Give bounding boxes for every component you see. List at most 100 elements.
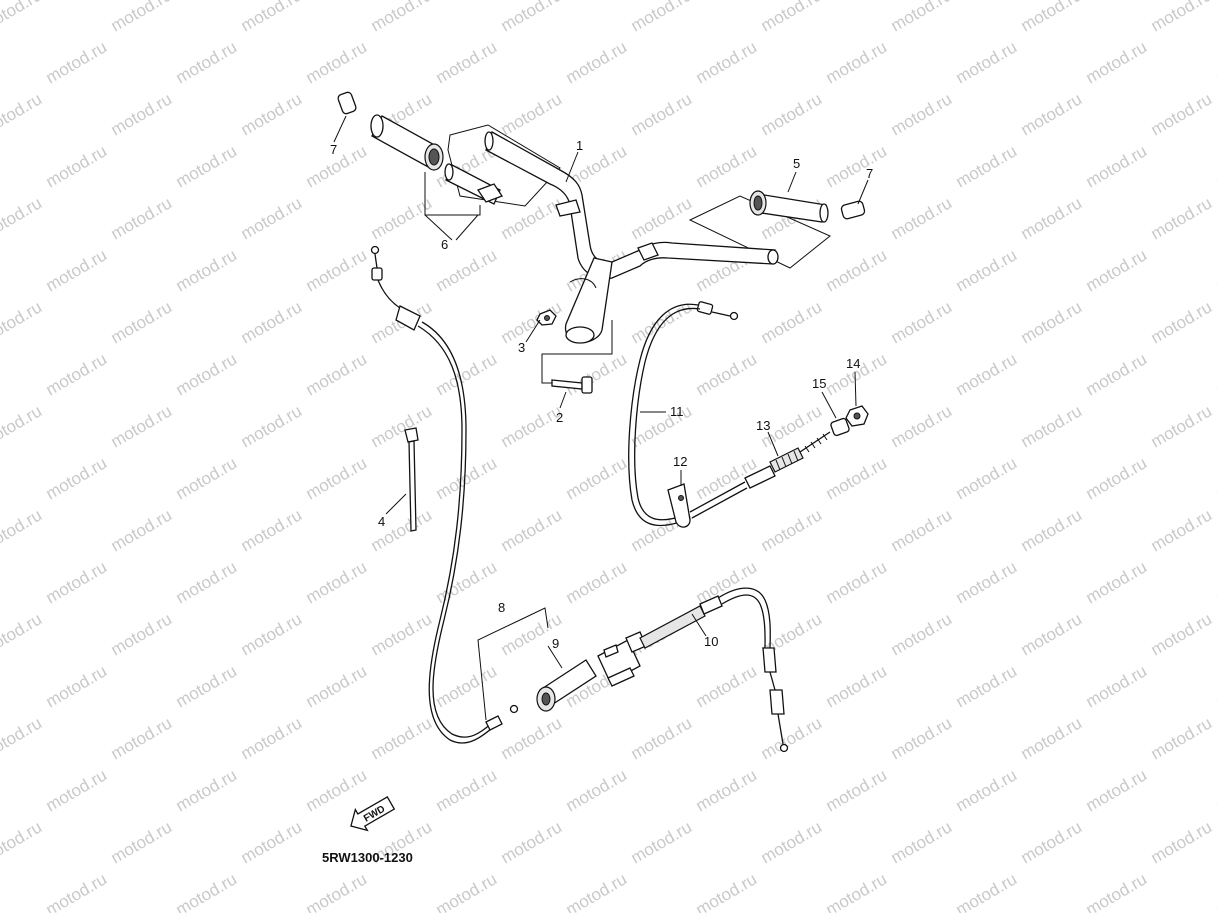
- watermark-text: motod.ru: [953, 765, 1021, 815]
- watermark-text: motod.ru: [1148, 89, 1216, 139]
- watermark-text: motod.ru: [238, 609, 306, 659]
- watermark-text: motod.ru: [758, 89, 826, 139]
- adjuster-nut: [845, 405, 869, 427]
- cable-adjuster: [689, 431, 831, 519]
- watermark-text: motod.ru: [433, 557, 501, 607]
- watermark-text: motod.ru: [303, 869, 371, 913]
- watermark-text: motod.ru: [303, 453, 371, 503]
- watermark-text: motod.ru: [238, 401, 306, 451]
- watermark-text: motod.ru: [1018, 505, 1086, 555]
- part-label-3: 3: [518, 340, 525, 355]
- watermark-text: motod.ru: [563, 765, 631, 815]
- watermark-text: motod.ru: [628, 89, 696, 139]
- watermark-text: motod.ru: [888, 0, 956, 35]
- part-label-9: 9: [552, 636, 559, 651]
- watermark-text: motod.ru: [1018, 193, 1086, 243]
- watermark-text: motod.ru: [368, 609, 436, 659]
- brake-cable: [628, 301, 739, 527]
- watermark-text: motod.ru: [108, 817, 176, 867]
- watermark-text: motod.ru: [0, 0, 45, 35]
- watermark-text: motod.ru: [498, 297, 566, 347]
- watermark-text: motod.ru: [108, 713, 176, 763]
- watermark-text: motod.ru: [823, 765, 891, 815]
- watermark-text: motod.ru: [1213, 661, 1217, 711]
- watermark-text: motod.ru: [888, 817, 956, 867]
- watermark-text: motod.ru: [498, 817, 566, 867]
- watermark-text: motod.ru: [1148, 609, 1216, 659]
- grip-end-left: [337, 91, 357, 115]
- watermark-text: motod.ru: [1083, 37, 1151, 87]
- watermark-text: motod.ru: [1213, 453, 1217, 503]
- watermark-text: motod.ru: [758, 817, 826, 867]
- watermark-text: motod.ru: [433, 661, 501, 711]
- watermark-text: motod.ru: [1083, 869, 1151, 913]
- watermark-text: motod.ru: [1018, 401, 1086, 451]
- part-label-12: 12: [673, 454, 687, 469]
- watermark-text: motod.ru: [43, 557, 111, 607]
- watermark-text: motod.ru: [1213, 765, 1217, 815]
- watermark-text: motod.ru: [43, 453, 111, 503]
- watermark-text: motod.ru: [108, 297, 176, 347]
- watermark-text: motod.ru: [433, 245, 501, 295]
- watermark-text: motod.ru: [693, 869, 761, 913]
- watermark-text: motod.ru: [238, 0, 306, 35]
- watermark-text: motod.ru: [758, 297, 826, 347]
- part-label-15: 15: [812, 376, 826, 391]
- throttle-cable: [370, 245, 519, 744]
- watermark-text: motod.ru: [563, 453, 631, 503]
- watermark-text: motod.ru: [1083, 453, 1151, 503]
- watermark-text: motod.ru: [693, 349, 761, 399]
- watermark-text: motod.ru: [0, 89, 45, 139]
- watermark-text: motod.ru: [1083, 661, 1151, 711]
- watermark-text: motod.ru: [238, 297, 306, 347]
- watermark-text: motod.ru: [953, 661, 1021, 711]
- watermark-text: motod.ru: [953, 245, 1021, 295]
- diagram-code: 5RW1300-1230: [322, 850, 413, 865]
- part-label-7-left: 7: [330, 142, 337, 157]
- watermark-text: motod.ru: [628, 0, 696, 35]
- watermark-text: motod.ru: [303, 349, 371, 399]
- watermark-text: motod.ru: [498, 193, 566, 243]
- watermark-text: motod.ru: [888, 713, 956, 763]
- watermark-text: motod.ru: [1018, 609, 1086, 659]
- part-label-14: 14: [846, 356, 860, 371]
- handlebar-nut: [536, 309, 557, 326]
- watermark-text: motod.ru: [1083, 349, 1151, 399]
- watermark-text: motod.ru: [1213, 245, 1217, 295]
- watermark-text: motod.ru: [0, 713, 45, 763]
- watermark-text: motod.ru: [0, 609, 45, 659]
- part-label-7-right: 7: [866, 166, 873, 181]
- watermark-text: motod.ru: [433, 453, 501, 503]
- watermark-text: motod.ru: [888, 505, 956, 555]
- watermark-text: motod.ru: [1213, 557, 1217, 607]
- watermark-text: motod.ru: [693, 661, 761, 711]
- watermark-text: motod.ru: [303, 557, 371, 607]
- watermark-text: motod.ru: [0, 401, 45, 451]
- watermark-text: motod.ru: [238, 193, 306, 243]
- watermark-text: motod.ru: [238, 817, 306, 867]
- watermark-text: motod.ru: [498, 505, 566, 555]
- part-label-4: 4: [378, 514, 385, 529]
- watermark-text: motod.ru: [888, 193, 956, 243]
- watermark-text: motod.ru: [108, 401, 176, 451]
- watermark-text: motod.ru: [1083, 245, 1151, 295]
- watermark-text: motod.ru: [953, 557, 1021, 607]
- watermark-text: motod.ru: [1213, 37, 1217, 87]
- watermark-text: motod.ru: [693, 141, 761, 191]
- leader-lines: [333, 115, 869, 721]
- watermark-text: motod.ru: [758, 505, 826, 555]
- watermark-text: motod.ru: [1083, 765, 1151, 815]
- watermark-text: motod.ru: [1148, 505, 1216, 555]
- watermark-text: motod.ru: [498, 401, 566, 451]
- watermark-text: motod.ru: [173, 37, 241, 87]
- watermark-text: motod.ru: [563, 557, 631, 607]
- watermark-text: motod.ru: [0, 193, 45, 243]
- watermark-text: motod.ru: [238, 89, 306, 139]
- part-label-11: 11: [670, 404, 684, 419]
- left-grip: [749, 190, 829, 223]
- watermark-text: motod.ru: [1148, 0, 1216, 35]
- watermark-text: motod.ru: [953, 37, 1021, 87]
- handlebar-bolt: [551, 376, 593, 394]
- part-label-1: 1: [576, 138, 583, 153]
- fwd-arrow: FWD: [350, 796, 396, 832]
